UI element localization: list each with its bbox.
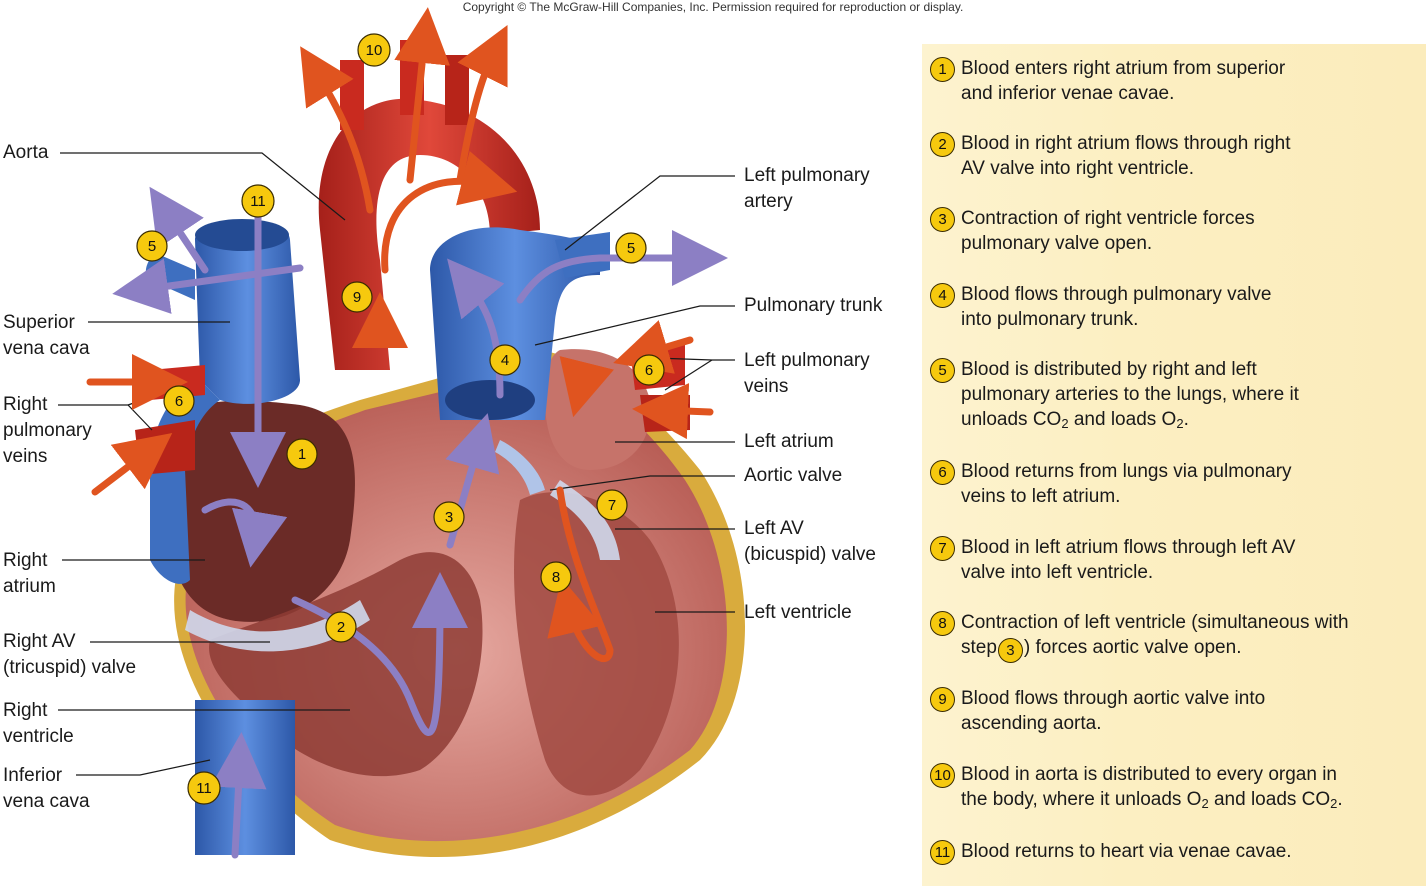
label-pulmonary-trunk: Pulmonary trunk [744,295,883,316]
marker-2: 2 [325,611,357,643]
copyright-notice: Copyright © The McGraw-Hill Companies, I… [462,0,964,14]
marker-6-right: 6 [163,385,195,417]
marker-5-left: 5 [615,232,647,264]
steps-panel: 1 Blood enters right atrium from superio… [922,44,1426,886]
leader-lines [58,152,735,776]
step-number-badge: 8 [930,611,955,636]
svg-text:6: 6 [175,393,183,410]
label-aorta: Aorta [3,142,49,163]
marker-6-left: 6 [633,354,665,386]
step-number-badge: 5 [930,358,955,383]
deoxygenated-flow [112,186,728,859]
label-left-ventricle: Left ventricle [744,602,852,623]
svg-text:9: 9 [353,289,361,306]
marker-7: 7 [596,489,628,521]
marker-11-top: 11 [241,184,275,218]
right-pulmonary-vein-lower [135,420,195,475]
inline-step-badge: 3 [997,638,1023,663]
marker-4: 4 [489,344,521,376]
label-left-av-valve: Left AV(bicuspid) valve [744,518,876,565]
superior-vena-cava [195,221,300,404]
step-number-badge: 11 [930,840,955,865]
svg-text:3: 3 [445,509,453,526]
label-left-atrium: Left atrium [744,431,834,452]
bicuspid-valve [550,480,620,560]
svg-text:1: 1 [298,446,306,463]
label-aortic-valve: Aortic valve [744,465,843,486]
marker-8: 8 [540,561,572,593]
step-markers: 1 2 3 4 5 5 6 6 7 8 9 10 11 11 [136,33,665,805]
tricuspid-valve [185,600,370,652]
label-right-av-valve: Right AV(tricuspid) valve [3,631,137,678]
marker-1: 1 [286,438,318,470]
left-pulmonary-artery [555,232,610,278]
svg-text:2: 2 [337,619,345,636]
svg-text:5: 5 [148,238,156,255]
svg-text:8: 8 [552,569,560,586]
svg-text:11: 11 [196,780,212,797]
marker-5-right: 5 [136,230,168,262]
svg-text:7: 7 [608,497,616,514]
step-number-badge: 10 [930,763,955,788]
step-number-badge: 7 [930,536,955,561]
step-number-badge: 3 [930,207,955,232]
svg-text:6: 6 [645,362,653,379]
step-number-badge: 9 [930,687,955,712]
marker-3: 3 [433,501,465,533]
aortic-valve [495,440,545,495]
marker-9: 9 [341,281,373,313]
marker-11-bottom: 11 [187,771,221,805]
svg-text:11: 11 [250,193,266,210]
marker-10: 10 [357,33,391,67]
step-number-badge: 6 [930,460,955,485]
step-number-badge: 4 [930,283,955,308]
svg-text:10: 10 [366,42,383,59]
heart-diagram: 1 2 3 4 5 5 6 6 7 8 9 10 11 11 [58,7,746,859]
step-number-badge: 1 [930,57,955,82]
svg-text:4: 4 [501,352,509,369]
step-number-badge: 2 [930,132,955,157]
svg-text:5: 5 [627,240,635,257]
oxygenated-flow [86,7,714,663]
